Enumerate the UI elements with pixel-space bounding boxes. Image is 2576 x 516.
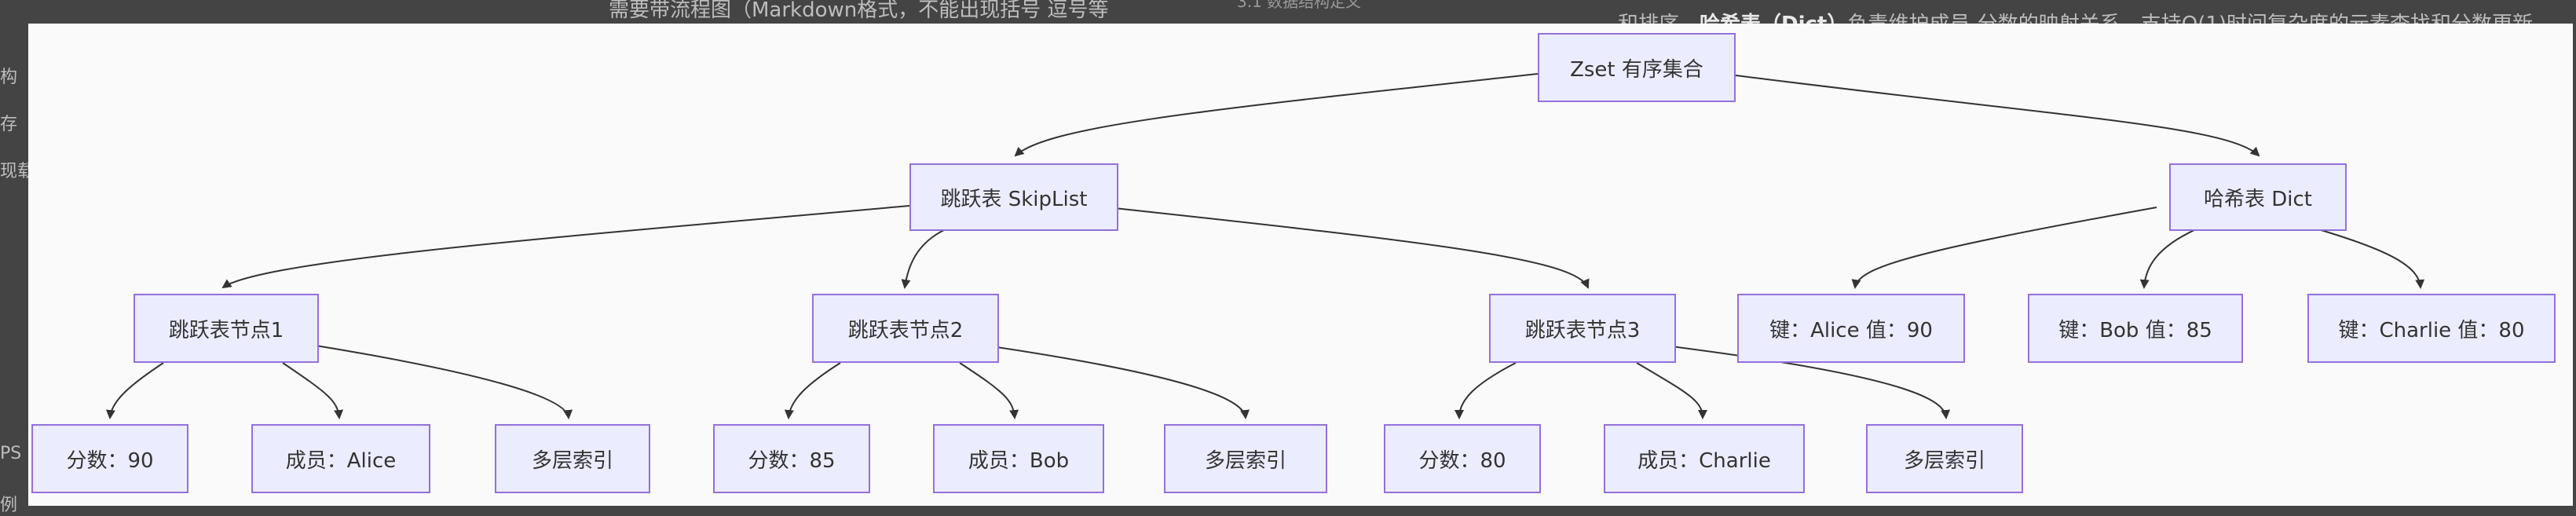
node-dict-bob: 键：Bob 值：85: [2028, 294, 2243, 363]
node-node2-index: 多层索引: [1164, 424, 1327, 493]
background-left-text: PS: [0, 444, 22, 463]
node-node3-score: 分数：80: [1384, 424, 1541, 493]
edge-root-dict: [1735, 75, 2260, 157]
node-node2-member: 成员：Bob: [933, 424, 1104, 493]
node-zset-root: Zset 有序集合: [1538, 33, 1736, 102]
edge-node3-score: [1454, 362, 1517, 419]
edge-skiplist-node1: [221, 205, 910, 289]
background-left-text: 存: [0, 115, 18, 134]
node-skiplist: 跳跃表 SkipList: [909, 163, 1118, 231]
edge-node1-index: [315, 345, 573, 419]
edge-skiplist-node3: [1107, 207, 1590, 289]
diagram-edges: [105, 73, 2425, 419]
edge-dict-alice: [1851, 207, 2157, 289]
node-node3-index: 多层索引: [1866, 424, 2023, 493]
background-left-text: 例: [0, 496, 18, 515]
edge-node2-index: [986, 345, 1250, 419]
node-node1-member: 成员：Alice: [251, 424, 430, 493]
edge-node2-score: [784, 362, 841, 419]
edge-node3-member: [1636, 362, 1707, 419]
node-node3-member: 成员：Charlie: [1604, 424, 1805, 493]
background-section-heading: 3.1 数据结构定义: [1237, 0, 1362, 11]
node-dict: 哈希表 Dict: [2169, 163, 2347, 231]
node-node2-score: 分数：85: [713, 424, 870, 493]
node-node1-index: 多层索引: [495, 424, 650, 493]
node-skiplist-node2: 跳跃表节点2: [812, 294, 999, 363]
node-dict-charlie: 键：Charlie 值：80: [2307, 294, 2556, 363]
edge-dict-charlie: [2318, 229, 2425, 289]
edge-node1-score: [105, 362, 164, 419]
diagram-panel: Zset 有序集合 跳跃表 SkipList 哈希表 Dict 跳跃表节点1 跳…: [28, 24, 2573, 506]
edge-skiplist-node2: [901, 229, 946, 289]
node-skiplist-node3: 跳跃表节点3: [1489, 294, 1676, 363]
edge-dict-bob: [2139, 229, 2197, 289]
node-dict-alice: 键：Alice 值：90: [1737, 294, 1965, 363]
background-text-top: 需要带流程图（Markdown格式，不能出现括号 逗号等: [609, 0, 1109, 22]
edge-root-skiplist: [1014, 73, 1539, 157]
edge-node1-member: [282, 362, 344, 419]
background-left-text: 构: [0, 68, 18, 87]
node-node1-score: 分数：90: [31, 424, 188, 493]
node-skiplist-node1: 跳跃表节点1: [134, 294, 319, 363]
edge-node2-member: [959, 362, 1019, 419]
